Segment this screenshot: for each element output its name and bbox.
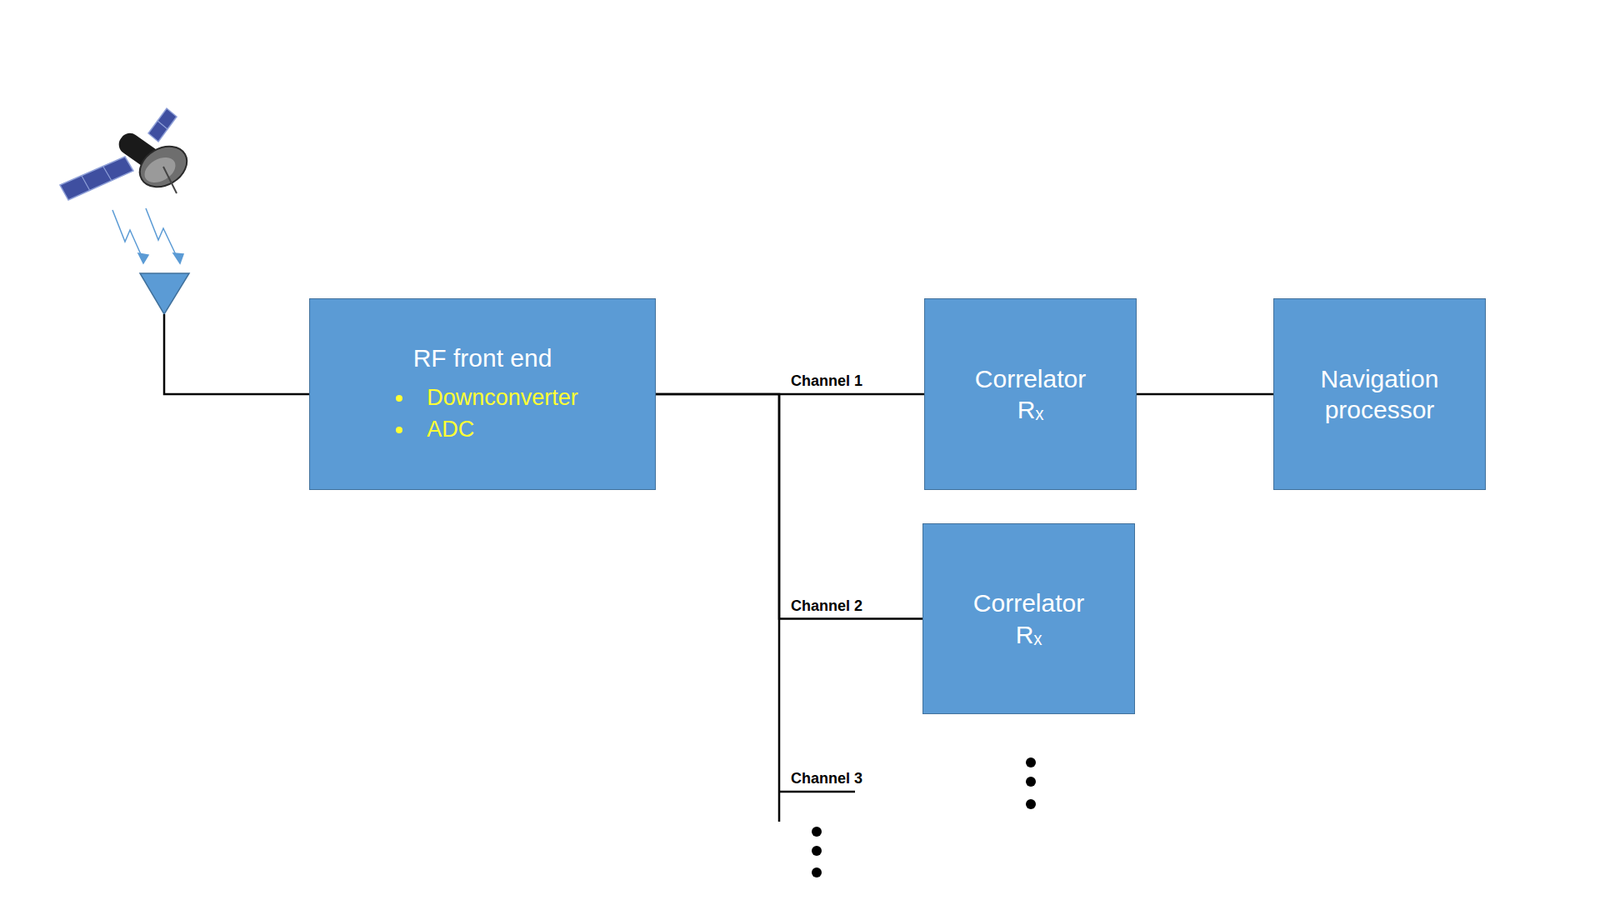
connector-line [1136, 393, 1274, 396]
channel-label: Channel 1 [789, 372, 865, 390]
satellite-icon [60, 108, 195, 200]
connector-line [655, 394, 923, 620]
signal-wave [112, 208, 184, 264]
box-title: Navigation processor [1310, 363, 1450, 426]
correlator-box: Correlator Rₓ [922, 523, 1135, 715]
rf-front-end-box: RF front endDownconverterADC [309, 298, 656, 490]
navigation-processor-box: Navigation processor [1273, 298, 1486, 490]
correlator-box: Correlator Rₓ [924, 298, 1137, 490]
antenna-wire [164, 314, 310, 395]
box-title: Correlator Rₓ [960, 363, 1101, 426]
bullet-list: DownconverterADC [386, 382, 579, 446]
antenna-symbol [140, 273, 190, 315]
channel-label: Channel 3 [789, 770, 865, 788]
channel-label: Channel 2 [789, 597, 865, 615]
box-title: Correlator Rₓ [959, 587, 1100, 650]
box-title: RF front end [413, 342, 553, 375]
bullet-item: ADC [415, 414, 579, 446]
channel-stub [779, 790, 855, 794]
bullet-item: Downconverter [415, 382, 579, 415]
